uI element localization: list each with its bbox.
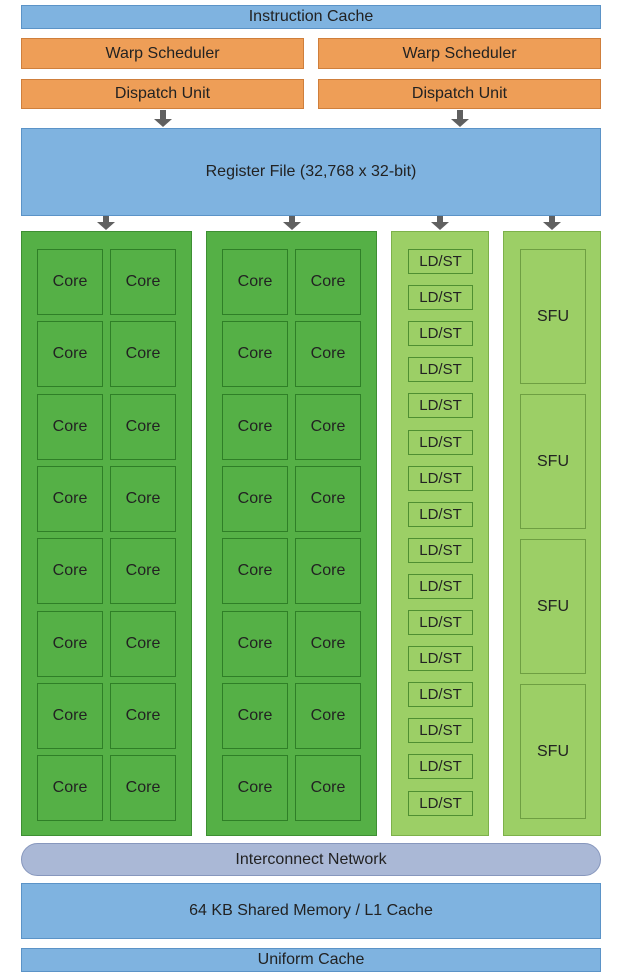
register-file: Register File (32,768 x 32-bit) xyxy=(21,128,601,216)
core-unit: Core xyxy=(222,249,288,315)
core-unit: Core xyxy=(110,755,176,822)
core-unit: Core xyxy=(110,610,176,677)
core-unit: Core xyxy=(37,610,103,677)
core-unit: Core xyxy=(295,538,361,605)
ldst-cluster: LD/ST LD/ST LD/ST LD/ST LD/ST LD/ST LD/ST LD/ST… xyxy=(391,231,489,836)
sfu-unit: SFU xyxy=(520,684,586,819)
core-unit: Core xyxy=(222,393,288,460)
ld-st-unit: LD/ST xyxy=(408,501,473,527)
ld-st-unit: LD/ST xyxy=(408,249,473,274)
core-unit: Core xyxy=(295,465,361,532)
down-arrow-icon xyxy=(283,216,301,230)
sfu-cluster: SFU SFU SFU SFU xyxy=(503,231,601,836)
dispatch-unit-left: Dispatch Unit xyxy=(21,79,304,109)
core-unit: Core xyxy=(295,321,361,388)
core-unit: Core xyxy=(295,610,361,677)
ld-st-unit: LD/ST xyxy=(408,465,473,491)
down-arrow-icon xyxy=(431,216,449,230)
ld-st-unit: LD/ST xyxy=(408,357,473,383)
core-unit: Core xyxy=(295,755,361,822)
warp-scheduler-left: Warp Scheduler xyxy=(21,38,304,69)
core-unit: Core xyxy=(37,682,103,749)
uniform-cache: Uniform Cache xyxy=(21,948,601,972)
warp-scheduler-right: Warp Scheduler xyxy=(318,38,601,69)
core-unit: Core xyxy=(37,321,103,388)
core-unit: Core xyxy=(222,538,288,605)
ld-st-unit: LD/ST xyxy=(408,285,473,311)
core-unit: Core xyxy=(222,755,288,822)
ld-st-unit: LD/ST xyxy=(408,754,473,780)
core-unit: Core xyxy=(222,610,288,677)
sfu-unit: SFU xyxy=(520,249,586,384)
core-unit: Core xyxy=(37,249,103,315)
ld-st-unit: LD/ST xyxy=(408,393,473,419)
core-unit: Core xyxy=(222,465,288,532)
instruction-cache: Instruction Cache xyxy=(21,5,601,29)
down-arrow-icon xyxy=(543,216,561,230)
core-unit: Core xyxy=(295,249,361,315)
core-unit: Core xyxy=(110,321,176,388)
dispatch-unit-right: Dispatch Unit xyxy=(318,79,601,109)
ld-st-unit: LD/ST xyxy=(408,646,473,672)
core-unit: Core xyxy=(110,393,176,460)
ld-st-unit: LD/ST xyxy=(408,429,473,455)
core-unit: Core xyxy=(37,465,103,532)
ld-st-unit: LD/ST xyxy=(408,321,473,347)
down-arrow-icon xyxy=(451,110,469,127)
core-unit: Core xyxy=(110,538,176,605)
core-unit: Core xyxy=(222,321,288,388)
ld-st-unit: LD/ST xyxy=(408,573,473,599)
core-unit: Core xyxy=(222,682,288,749)
core-unit: Core xyxy=(37,755,103,822)
ld-st-unit: LD/ST xyxy=(408,610,473,635)
core-unit: Core xyxy=(110,249,176,315)
shared-memory-l1-cache: 64 KB Shared Memory / L1 Cache xyxy=(21,883,601,939)
ld-st-unit: LD/ST xyxy=(408,790,473,816)
sfu-unit: SFU xyxy=(520,539,586,674)
ld-st-unit: LD/ST xyxy=(408,682,473,708)
sfu-unit: SFU xyxy=(520,394,586,529)
core-unit: Core xyxy=(295,682,361,749)
ld-st-unit: LD/ST xyxy=(408,537,473,563)
interconnect-network: Interconnect Network xyxy=(21,843,601,876)
core-unit: Core xyxy=(37,393,103,460)
core-unit: Core xyxy=(295,393,361,460)
core-unit: Core xyxy=(110,465,176,532)
down-arrow-icon xyxy=(97,216,115,230)
down-arrow-icon xyxy=(154,110,172,127)
ld-st-unit: LD/ST xyxy=(408,718,473,744)
core-unit: Core xyxy=(110,682,176,749)
core-unit: Core xyxy=(37,538,103,605)
